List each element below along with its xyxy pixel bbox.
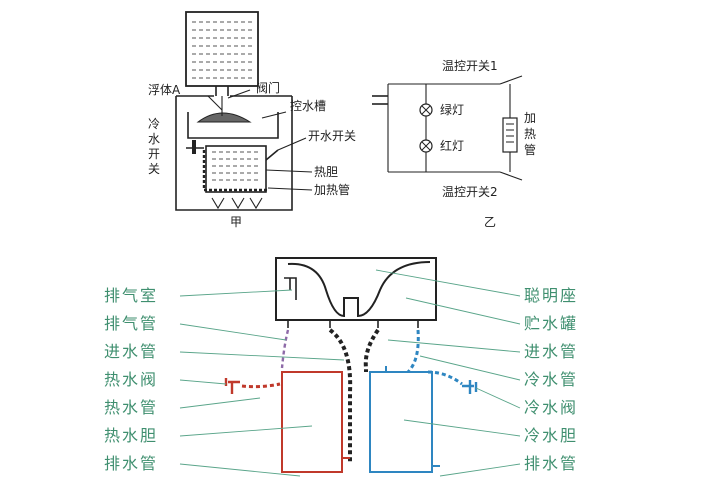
- left-inlet-pipe: [328, 328, 353, 462]
- label-green-lamp: 绿灯: [440, 102, 464, 117]
- label-hot-pipe: 热水管: [104, 398, 158, 417]
- heating-tube-symbol: [502, 117, 518, 153]
- hot-water-tank: [281, 371, 343, 473]
- float-a: [196, 112, 252, 123]
- caption-yi: 乙: [484, 215, 496, 229]
- cold-valve-pipe: [427, 370, 463, 386]
- label-open-switch: 开水开关: [308, 129, 356, 143]
- label-hot-tank: 热水胆: [104, 426, 158, 445]
- hot-water-pipe: [241, 382, 281, 389]
- bottle-water-dashes: [192, 21, 252, 79]
- label-red-lamp: 红灯: [440, 138, 464, 153]
- right-inlet-pipe: [363, 328, 380, 372]
- label-exhaust-chamber: 排气室: [104, 286, 158, 305]
- cold-water-tank: [369, 371, 433, 473]
- diagram-jia: 浮体A 阀门 控水槽 开水开关 热胆 加热管 冷水开关 甲: [148, 11, 356, 229]
- label-hot-valve: 热水阀: [104, 370, 158, 389]
- label-valve: 阀门: [256, 80, 280, 95]
- label-smart-seat: 聪明座: [524, 286, 578, 305]
- green-lamp-symbol: [419, 103, 433, 117]
- caption-jia: 甲: [230, 215, 242, 229]
- label-heater-tank: 热胆: [314, 165, 338, 179]
- heating-coil: [202, 150, 268, 192]
- label-exhaust-pipe: 排气管: [104, 314, 158, 333]
- label-thermostat2: 温控开关2: [442, 185, 498, 199]
- label-cold-pipe: 冷水管: [524, 370, 578, 389]
- label-heating-tube: 加热管: [314, 182, 350, 197]
- red-lamp-symbol: [419, 139, 433, 153]
- water-bottle: [185, 11, 259, 87]
- label-cold-valve: 冷水阀: [524, 398, 578, 417]
- label-inlet-pipe-left: 进水管: [104, 342, 158, 361]
- label-float: 浮体A: [148, 83, 181, 97]
- cabinet: [175, 96, 293, 211]
- cold-water-valve: [462, 380, 478, 394]
- diagram-bottom: 排气室 排气管 进水管 热水阀 热水管 热水胆 排水管 聪明座 贮水罐 进水管 …: [104, 257, 578, 477]
- label-control-tank: 控水槽: [290, 99, 326, 113]
- reservoir-box: [275, 257, 437, 321]
- label-heating-tube-yi: 加热管: [524, 111, 536, 157]
- control-tank: [187, 112, 279, 139]
- diagram-yi: 温控开关1 绿灯 红灯 加热管 温控开关2 乙: [372, 59, 536, 229]
- cold-pipe: [406, 329, 420, 374]
- label-cold-switch: 冷水开关: [148, 117, 160, 176]
- label-drain-pipe-left: 排水管: [104, 454, 158, 473]
- label-cold-tank: 冷水胆: [524, 426, 578, 445]
- exhaust-pipe: [280, 329, 290, 369]
- hot-water-valve: [224, 378, 240, 394]
- label-drain-pipe-right: 排水管: [524, 454, 578, 473]
- label-inlet-pipe-right: 进水管: [524, 342, 578, 361]
- heater-tank-box: [205, 145, 267, 193]
- label-thermostat1: 温控开关1: [442, 59, 498, 73]
- label-storage-tank: 贮水罐: [524, 314, 578, 333]
